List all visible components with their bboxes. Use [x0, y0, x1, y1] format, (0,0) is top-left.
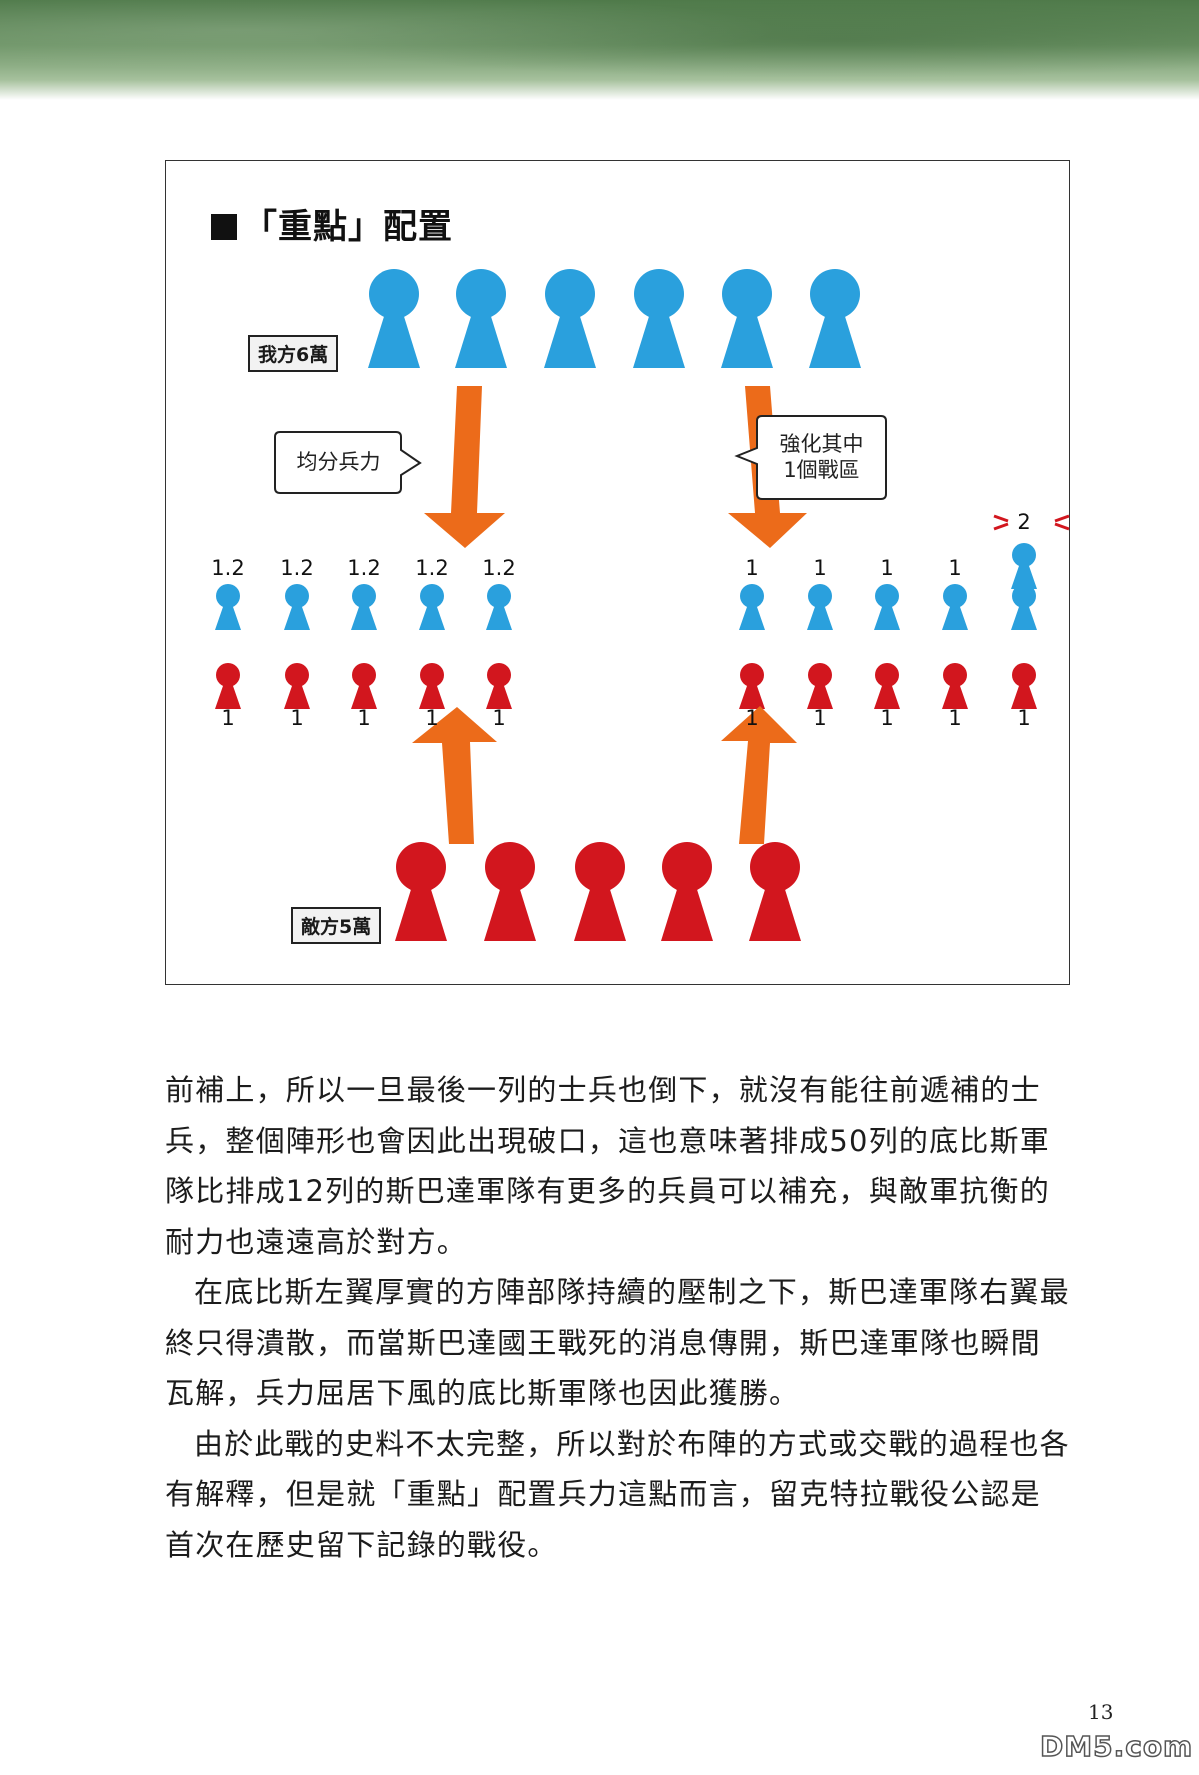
paragraph: 前補上，所以一旦最後一列的士兵也倒下，就沒有能往前遞補的士兵，整個陣形也會因此出…: [165, 1073, 1050, 1259]
blue-unit: [1011, 584, 1037, 630]
value-label: 1: [813, 556, 827, 580]
red-unit: [351, 663, 377, 709]
our-pawn: [455, 269, 507, 368]
enemy-pawn: [574, 842, 626, 941]
enemy-pawn: [484, 842, 536, 941]
emphasis-value-label: 2: [1017, 510, 1031, 534]
square-bullet-icon: [211, 214, 237, 240]
figure-title: 「重點」配置: [211, 199, 453, 248]
red-unit: [739, 663, 765, 709]
blue-unit: [942, 584, 968, 630]
blue-unit: [739, 584, 765, 630]
body-text: 前補上，所以一旦最後一列的士兵也倒下，就沒有能往前遞補的士兵，整個陣形也會因此出…: [165, 1065, 1070, 1570]
red-unit: [284, 663, 310, 709]
value-label: 1: [745, 706, 759, 730]
our-army-row: [368, 269, 861, 368]
header-texture-band: [0, 0, 1199, 100]
blue-unit: [486, 584, 512, 630]
blue-unit: [874, 584, 900, 630]
value-label: 1: [221, 706, 235, 730]
right-callout-bubble: [734, 415, 887, 500]
our-pawn: [544, 269, 596, 368]
arrow-up-right-icon: [721, 706, 797, 844]
red-unit: [215, 663, 241, 709]
value-label: 1: [745, 556, 759, 580]
figure-title-text: 「重點」配置: [243, 207, 453, 247]
value-label: 1: [880, 556, 894, 580]
right-red-row: [739, 663, 1037, 709]
paragraph: 在底比斯左翼厚實的方陣部隊持續的壓制之下，斯巴達軍隊右翼最終只得潰散，而當斯巴達…: [165, 1275, 1070, 1410]
left-red-row: [215, 663, 512, 709]
value-label: 1: [880, 706, 894, 730]
page-number: 13: [1088, 1700, 1114, 1724]
our-pawn: [368, 269, 420, 368]
blue-unit: [215, 584, 241, 630]
blue-unit: [284, 584, 310, 630]
value-label: 1: [948, 706, 962, 730]
value-label: 1: [357, 706, 371, 730]
enemy-pawn: [395, 842, 447, 941]
left-callout-bubble: [274, 431, 422, 494]
enemy-pawn: [749, 842, 801, 941]
left-callout-text: 均分兵力: [296, 450, 381, 474]
blue-unit: [351, 584, 377, 630]
value-label: 1: [425, 706, 439, 730]
value-label: 1.2: [347, 556, 381, 580]
value-label: 1: [1017, 706, 1031, 730]
value-label: 1: [948, 556, 962, 580]
watermark-logo: DM5.com: [1039, 1729, 1194, 1764]
our-army-label: 我方6萬: [248, 335, 339, 372]
emphasis-marks-icon: [993, 514, 1070, 531]
red-unit: [807, 663, 833, 709]
red-unit: [874, 663, 900, 709]
value-label: 1: [492, 706, 506, 730]
enemy-army-row: [395, 842, 801, 941]
our-pawn: [809, 269, 861, 368]
blue-unit: [419, 584, 445, 630]
red-unit: [1011, 663, 1037, 709]
diagram-canvas: [215, 269, 1070, 941]
paragraph: 由於此戰的史料不太完整，所以對於布陣的方式或交戰的過程也各有解釋，但是就「重點」…: [165, 1426, 1070, 1562]
our-pawn: [633, 269, 685, 368]
blue-unit: [807, 584, 833, 630]
enemy-army-label: 敵方5萬: [291, 907, 382, 944]
right-callout-line1: 強化其中: [779, 432, 864, 456]
right-callout-line2: 1個戰區: [783, 458, 860, 482]
red-unit: [486, 663, 512, 709]
value-label: 1: [290, 706, 304, 730]
value-label: 1.2: [415, 556, 449, 580]
red-unit: [419, 663, 445, 709]
enemy-pawn: [661, 842, 713, 941]
left-blue-row: [215, 584, 512, 630]
arrow-up-left-icon: [412, 707, 497, 844]
value-label: 1.2: [211, 556, 245, 580]
value-label: 1.2: [280, 556, 314, 580]
value-label: 1.2: [482, 556, 516, 580]
figure-concentration-diagram: 「重點」配置: [165, 160, 1070, 985]
arrow-down-left-icon: [424, 386, 505, 548]
our-pawn: [721, 269, 773, 368]
value-label: 1: [813, 706, 827, 730]
red-unit: [942, 663, 968, 709]
blue-unit-extra: [1011, 543, 1037, 589]
